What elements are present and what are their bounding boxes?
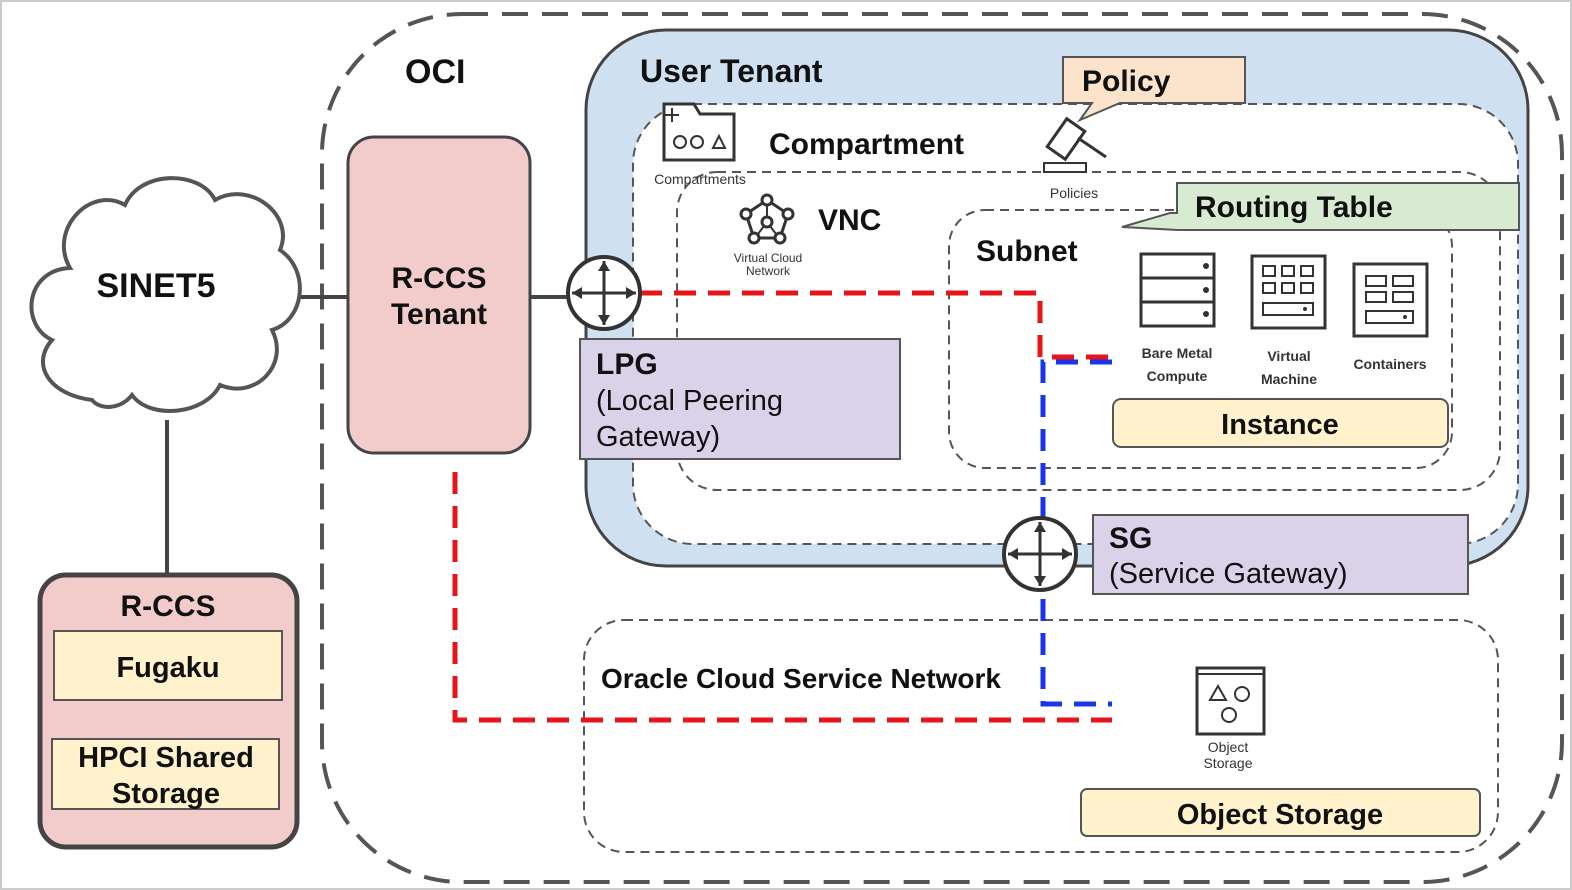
sg-line2: (Service Gateway) — [1109, 558, 1348, 590]
policy-callout — [1062, 56, 1246, 123]
red-path-storage — [452, 472, 1112, 723]
sg-router-icon — [1002, 516, 1078, 592]
rccs-tenant-line2: Tenant — [391, 298, 487, 331]
containers-icon — [1352, 262, 1429, 338]
sinet-label: SINET5 — [96, 267, 215, 305]
compartment-label: Compartment — [769, 128, 964, 161]
sg-title: SG — [1109, 522, 1152, 555]
lpg-box — [579, 338, 901, 460]
instance-box — [1112, 398, 1449, 448]
router-icon — [566, 255, 642, 331]
object-storage-label: Object Storage — [1177, 799, 1383, 831]
vcn-caption-line1: Virtual Cloud — [734, 251, 802, 265]
vnc-label: VNC — [818, 204, 881, 237]
object-storage-caption-line1: Object — [1208, 739, 1249, 755]
vcn-icon — [739, 193, 795, 245]
rccs-tenant-box — [346, 135, 532, 455]
ocsn-label: Oracle Cloud Service Network — [601, 663, 1001, 694]
bare-metal-caption-line2: Compute — [1147, 368, 1208, 384]
compartments-icon — [662, 102, 736, 162]
object-storage-box — [1080, 788, 1481, 837]
vnc-region — [676, 171, 1501, 491]
oci-region — [320, 12, 1564, 884]
sg-box — [1092, 514, 1469, 595]
policy-label: Policy — [1082, 65, 1171, 98]
vm-caption-line1: Virtual — [1267, 348, 1310, 364]
policies-icon — [1043, 116, 1107, 173]
policies-caption: Policies — [1050, 185, 1098, 201]
hpci-line1: HPCI Shared — [78, 742, 254, 774]
routing-table-label: Routing Table — [1195, 191, 1393, 224]
oci-label: OCI — [405, 53, 465, 91]
hpci-box — [51, 738, 280, 810]
object-storage-icon — [1195, 666, 1266, 736]
user-tenant-label: User Tenant — [640, 53, 823, 89]
rccs-tenant-line1: R-CCS — [392, 262, 487, 295]
vcn-caption-line2: Network — [746, 264, 791, 278]
compartments-caption: Compartments — [654, 171, 746, 187]
lpg-title: LPG — [596, 348, 658, 381]
subnet-label: Subnet — [976, 235, 1078, 268]
rccs-label: R-CCS — [121, 590, 216, 623]
hpci-line2: Storage — [112, 778, 220, 810]
bare-metal-caption-line1: Bare Metal — [1142, 345, 1213, 361]
bare-metal-compute-icon — [1139, 252, 1216, 328]
lpg-line2: (Local Peering — [596, 385, 783, 417]
lpg-line3: Gateway) — [596, 421, 720, 453]
vm-caption-line2: Machine — [1261, 371, 1317, 387]
cloud-icon — [29, 176, 302, 413]
fugaku-box — [53, 630, 283, 701]
containers-caption: Containers — [1353, 356, 1426, 372]
instance-label: Instance — [1221, 409, 1339, 441]
routing-table-callout — [1121, 182, 1520, 231]
virtual-machine-icon — [1250, 254, 1327, 330]
object-storage-caption-line2: Storage — [1203, 755, 1252, 771]
fugaku-label: Fugaku — [116, 652, 219, 684]
